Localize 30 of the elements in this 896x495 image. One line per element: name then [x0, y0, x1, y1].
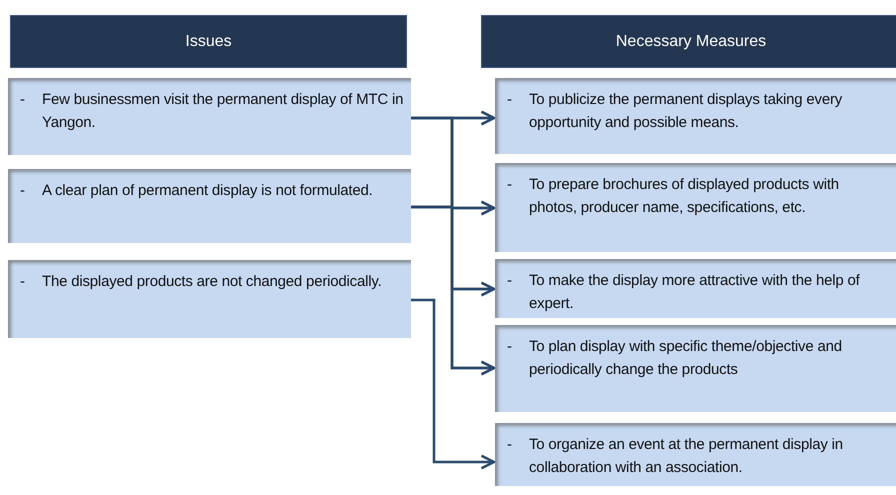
- text-box: [495, 163, 896, 252]
- item-text: Few businessmen visit the permanent display of MTC in Yangon.: [42, 90, 404, 133]
- bullet-dash: -: [507, 271, 512, 291]
- header-text: Issues: [185, 32, 232, 50]
- item-text: To prepare brochures of displayed products with photos, producer name, specifications, etc.: [529, 175, 840, 218]
- header-bar: [481, 15, 896, 68]
- bullet-dash: -: [20, 181, 25, 201]
- item-text: To organize an event at the permanent display in collaboration with an association.: [529, 435, 844, 478]
- header-bar: [10, 15, 407, 68]
- bullet-dash: -: [507, 337, 512, 357]
- text-box: [495, 259, 896, 318]
- item-text: To make the display more attractive with the help of expert.: [529, 271, 861, 314]
- text-box: [495, 423, 896, 486]
- connector-arrow: [411, 206, 496, 376]
- connector-arrow: [411, 298, 496, 470]
- text-box: [8, 260, 411, 338]
- item-text: To plan display with specific theme/objective and periodically change the products: [529, 337, 843, 380]
- header-text: Necessary Measures: [616, 32, 766, 50]
- bullet-dash: -: [20, 90, 25, 110]
- text-box: [8, 169, 411, 243]
- bullet-dash: -: [20, 272, 25, 292]
- item-text: A clear plan of permanent display is not formulated.: [42, 181, 374, 201]
- bullet-dash: -: [507, 435, 512, 455]
- bullet-dash: -: [507, 90, 512, 110]
- text-box: [495, 325, 896, 412]
- text-box: [495, 78, 896, 154]
- item-text: To publicize the permanent displays taking every opportunity and possible means.: [529, 90, 844, 133]
- bullet-dash: -: [507, 175, 512, 195]
- item-text: The displayed products are not changed periodically.: [42, 272, 383, 292]
- text-box: [8, 78, 411, 155]
